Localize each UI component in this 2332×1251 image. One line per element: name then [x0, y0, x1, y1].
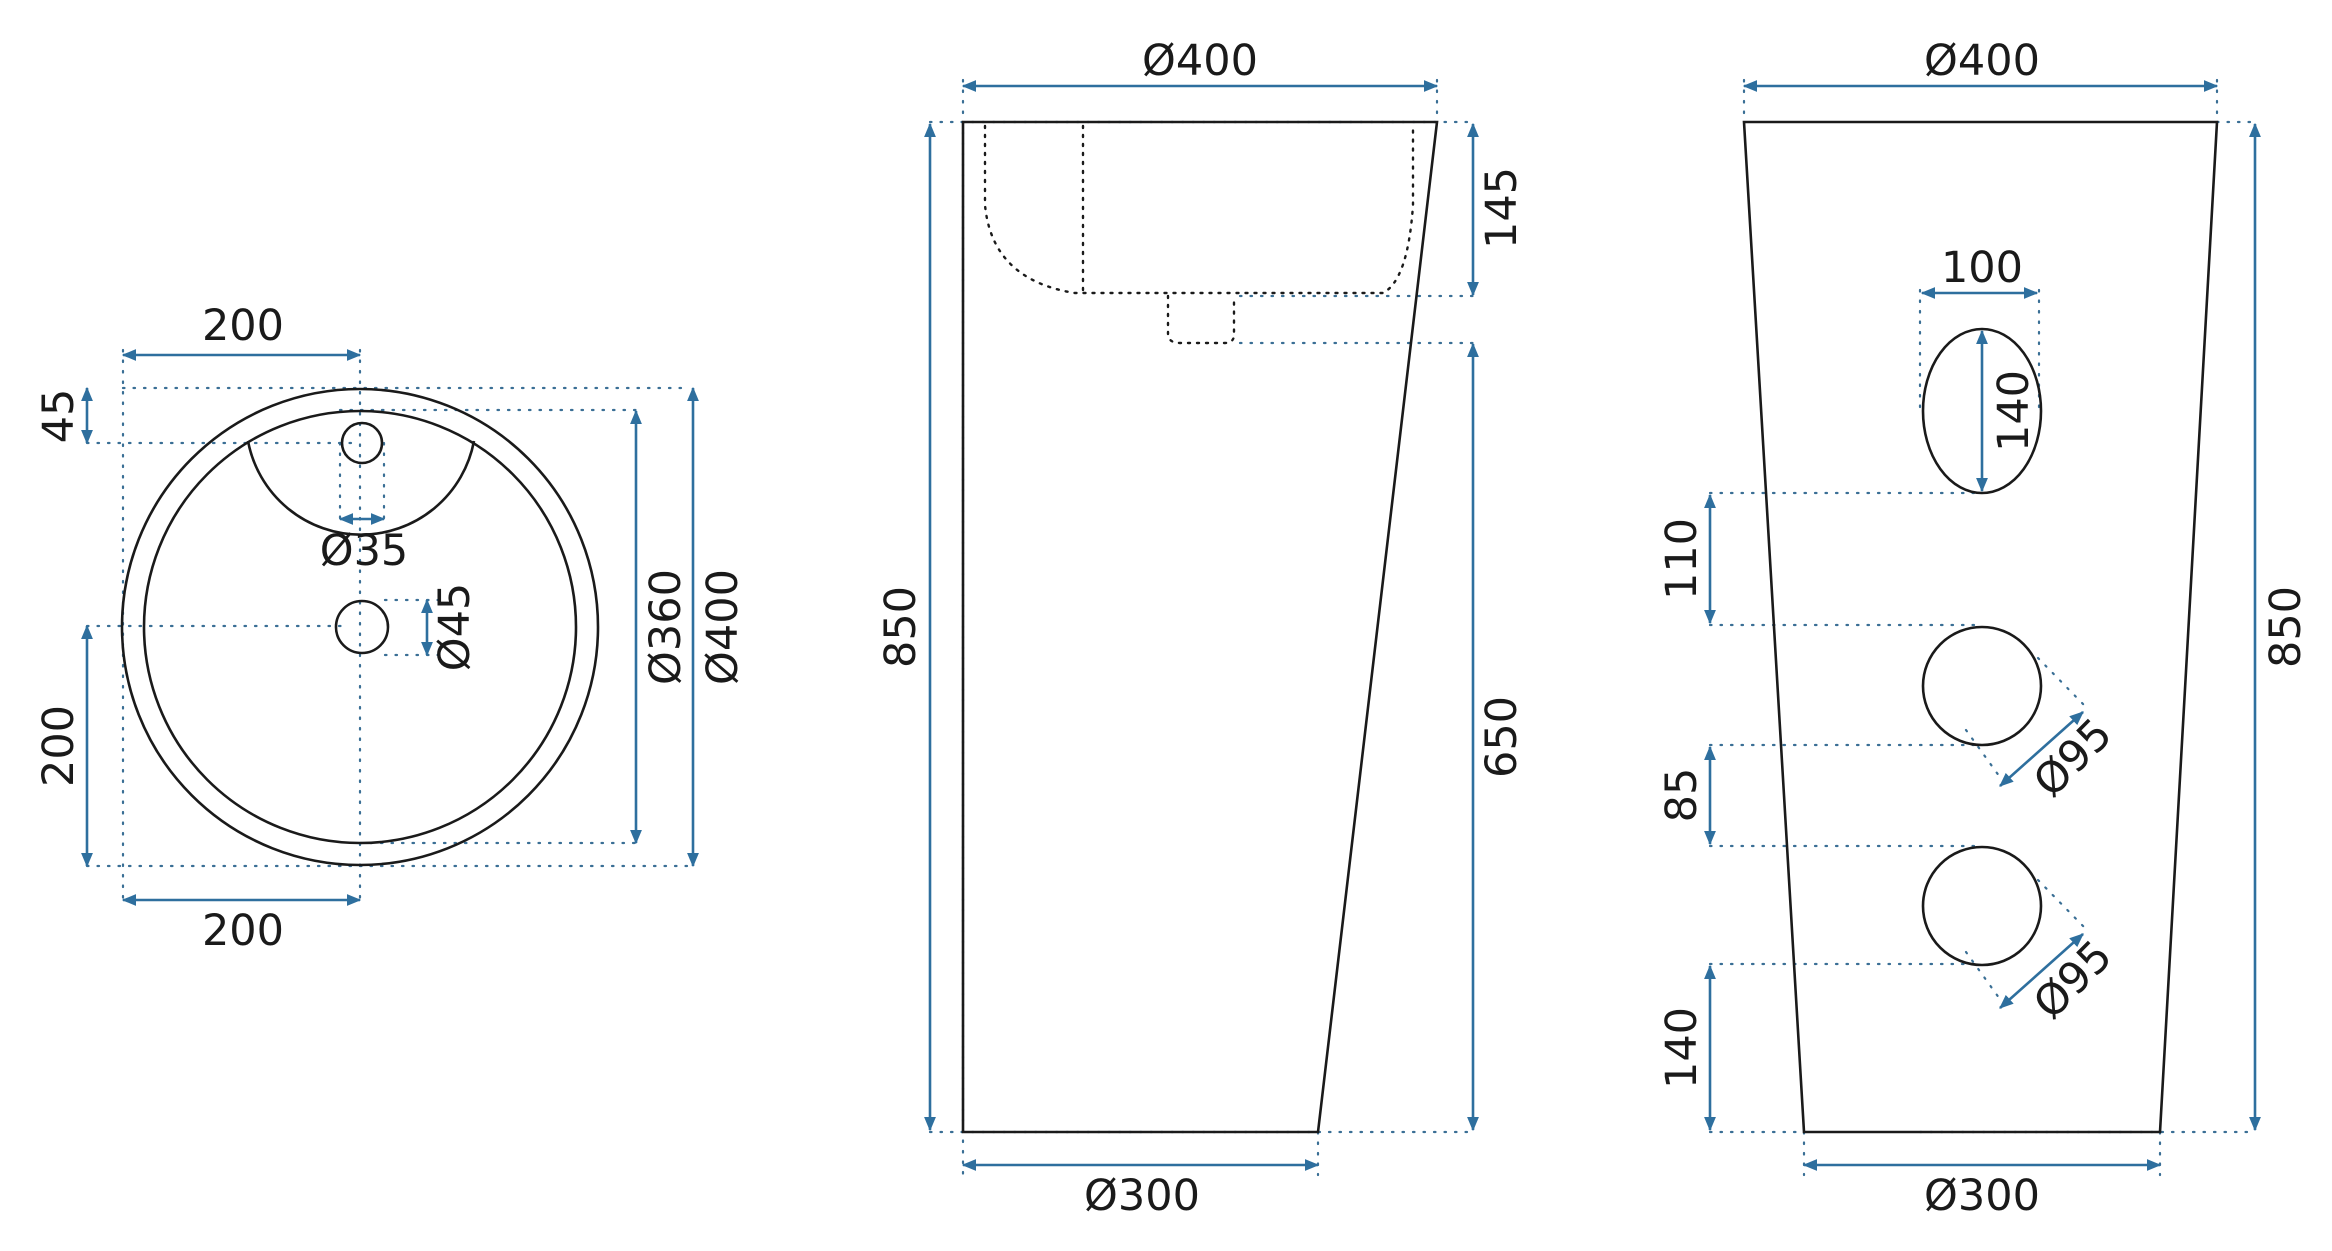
left-depth-label: 200 — [34, 705, 84, 787]
drain-dia-label: Ø45 — [430, 583, 480, 672]
back-pedestal-outline — [1742, 120, 2219, 1134]
service-hole-upper — [1921, 625, 2043, 747]
back-top-dia-label: Ø400 — [1924, 36, 2040, 86]
side-height-label: 850 — [876, 586, 926, 668]
back-view-extension-lines — [1708, 78, 2257, 1177]
service-hole-lower — [1921, 845, 2043, 967]
top-view-dimensions — [81, 349, 699, 906]
hole-1-dia-label: Ø95 — [2024, 709, 2122, 807]
spacing-1-label: 110 — [1657, 518, 1707, 600]
inner-dia-label: Ø360 — [641, 569, 691, 685]
back-height-label: 850 — [2261, 586, 2311, 668]
side-view: Ø400 145 850 650 Ø300 — [876, 36, 1527, 1221]
back-view: Ø400 100 140 110 Ø95 85 Ø95 140 850 Ø300 — [1657, 36, 2311, 1221]
oval-height-label: 140 — [1989, 370, 2039, 452]
pedestal-outline — [961, 120, 1439, 1134]
drain-hidden-outline — [1166, 294, 1236, 345]
base-offset-label: 140 — [1657, 1007, 1707, 1089]
bowl-hidden-outline — [983, 124, 1415, 295]
side-base-dia-label: Ø300 — [1084, 1171, 1200, 1221]
oval-width-label: 100 — [1941, 243, 2023, 293]
tap-hole-dia-label: Ø35 — [320, 526, 409, 576]
side-view-dimensions — [924, 80, 1479, 1171]
bowl-depth-label: 145 — [1477, 167, 1527, 249]
bottom-width-label: 200 — [202, 906, 284, 956]
inner-bowl-circle — [142, 409, 578, 845]
spacing-2-label: 85 — [1657, 768, 1707, 823]
lower-height-label: 650 — [1477, 696, 1527, 778]
drain-hole — [334, 599, 390, 655]
tap-platform — [246, 440, 476, 536]
outer-rim-circle — [120, 387, 600, 867]
back-view-dimensions — [1704, 80, 2261, 1171]
tap-hole — [340, 421, 384, 465]
side-view-extension-lines — [928, 78, 1477, 1177]
side-top-dia-label: Ø400 — [1142, 36, 1258, 86]
oval-opening — [1921, 327, 2043, 495]
back-base-dia-label: Ø300 — [1924, 1171, 2040, 1221]
top-view: 200 45 Ø35 Ø45 Ø360 Ø400 200 200 — [34, 301, 748, 956]
outer-dia-label: Ø400 — [698, 569, 748, 685]
hole-2-dia-label: Ø95 — [2024, 931, 2122, 1029]
top-width-label: 200 — [202, 301, 284, 351]
tap-offset-label: 45 — [34, 389, 84, 444]
